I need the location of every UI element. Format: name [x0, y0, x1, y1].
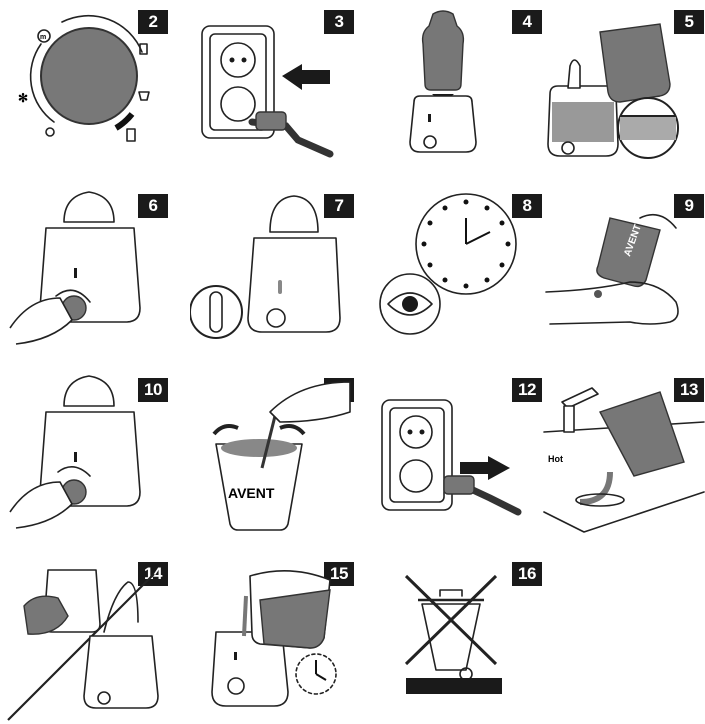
step-panel-6: 6 — [4, 188, 172, 356]
dial-icon: m ✻ — [18, 14, 150, 142]
step-panel-13: 13 Hot — [540, 372, 705, 540]
step-number: 8 — [512, 194, 542, 218]
step-panel-14: 14 — [4, 556, 172, 724]
step-number: 2 — [138, 10, 168, 34]
step-number: 5 — [674, 10, 704, 34]
measuring-jug-icon — [547, 23, 679, 159]
step-number: 4 — [512, 10, 542, 34]
step-number: 3 — [324, 10, 354, 34]
step-panel-9: 9 AVENT — [540, 188, 705, 356]
step-panel-2: 2 m ✻ — [4, 4, 172, 172]
step-panel-7: 7 — [190, 188, 358, 356]
step-number: 16 — [512, 562, 542, 586]
wall-socket-icon — [381, 399, 522, 516]
step-panel-10: 10 — [4, 372, 172, 540]
step-number: 10 — [138, 378, 168, 402]
measuring-jug-icon — [211, 570, 337, 707]
bottle-warmer-icon — [9, 191, 141, 345]
step-number: 6 — [138, 194, 168, 218]
bottle-test-icon: AVENT — [545, 213, 679, 325]
step-number: 15 — [324, 562, 354, 586]
crossed-bin-icon — [404, 574, 502, 694]
bottle-warmer-icon — [190, 195, 341, 339]
svg-text:m: m — [40, 34, 46, 41]
step-number: 12 — [512, 378, 542, 402]
bottle-warmer-icon — [7, 569, 159, 721]
step-panel-12: 12 — [378, 372, 546, 540]
svg-text:✻: ✻ — [18, 91, 28, 105]
step-number: 7 — [324, 194, 354, 218]
step-panel-16: 16 — [378, 556, 546, 724]
step-panel-4: 4 — [378, 4, 546, 172]
step-number: 9 — [674, 194, 704, 218]
step-panel-8: 8 — [378, 188, 546, 356]
sink-label: Hot — [548, 454, 563, 464]
cup-stir-icon: AVENT — [212, 381, 351, 531]
step-panel-15: 15 — [190, 556, 358, 724]
step-number: 13 — [674, 378, 704, 402]
cup-brand: AVENT — [228, 485, 275, 501]
bottle-warmer-icon — [9, 375, 141, 529]
step-panel-11: 11 AVENT — [190, 372, 358, 540]
step-panel-5: 5 — [540, 4, 705, 172]
wall-socket-icon — [201, 25, 334, 158]
tap-icon: Hot — [543, 387, 705, 533]
clock-icon — [379, 193, 517, 335]
bottle-warmer-icon — [409, 10, 477, 153]
step-panel-3: 3 — [190, 4, 358, 172]
